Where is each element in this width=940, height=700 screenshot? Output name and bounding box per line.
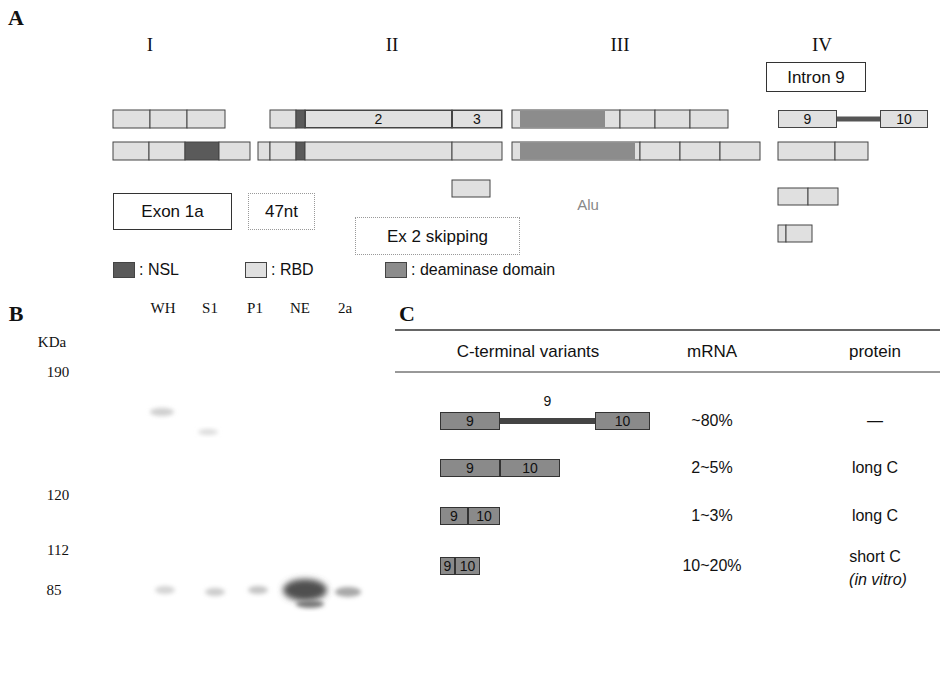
exon-segment: 9 bbox=[778, 110, 837, 128]
variant-label-box: Exon 1a bbox=[113, 193, 232, 230]
exon-segment: 9 bbox=[440, 557, 455, 575]
box-text: Ex 2 skipping bbox=[387, 228, 488, 245]
variant-label-box: 47nt bbox=[248, 193, 315, 230]
legend-text: : NSL bbox=[139, 261, 179, 279]
legend-text: : RBD bbox=[271, 261, 314, 279]
exon-segment: 10 bbox=[500, 459, 560, 477]
panel-letter: B bbox=[9, 302, 24, 326]
legend-swatch bbox=[113, 262, 135, 278]
box-text: Intron 9 bbox=[787, 69, 845, 86]
box-text: Exon 1a bbox=[141, 203, 203, 220]
table-cell: — bbox=[867, 412, 883, 430]
box-text: 10 bbox=[476, 509, 492, 523]
table-cell: long C bbox=[852, 459, 898, 477]
lane-label: WH bbox=[151, 300, 176, 317]
lane-label: P1 bbox=[247, 300, 263, 317]
exon-segment: 10 bbox=[595, 412, 650, 430]
box-text: 10 bbox=[522, 461, 538, 475]
legend-swatch bbox=[385, 262, 407, 278]
legend-swatch bbox=[245, 262, 267, 278]
domain-numeral: I bbox=[147, 35, 153, 56]
size-marker: 85 bbox=[47, 582, 62, 599]
box-text: 10 bbox=[896, 112, 912, 126]
axis-unit: KDa bbox=[38, 334, 66, 351]
table-cell: short C bbox=[849, 548, 901, 566]
domain-numeral: IV bbox=[812, 35, 832, 56]
intron-line bbox=[500, 418, 595, 424]
box-text: 9 bbox=[450, 509, 458, 523]
repeat-label: Alu bbox=[577, 197, 599, 214]
table-cell: ~80% bbox=[691, 412, 732, 430]
exon-segment: 2 bbox=[305, 110, 452, 128]
exon-segment: 10 bbox=[880, 110, 928, 128]
exon-segment: 3 bbox=[452, 110, 502, 128]
exon-segment: 9 bbox=[440, 507, 468, 525]
panel-letter: C bbox=[399, 302, 415, 326]
intron-line bbox=[837, 117, 880, 122]
table-cell: long C bbox=[852, 507, 898, 525]
domain-numeral: III bbox=[611, 35, 630, 56]
exon-segment: 10 bbox=[468, 507, 500, 525]
box-text: 9 bbox=[466, 414, 474, 428]
table-cell: 10~20% bbox=[682, 557, 741, 575]
variant-label-box: Ex 2 skipping bbox=[355, 217, 520, 255]
domain-numeral: II bbox=[386, 35, 399, 56]
intron-label-box: Intron 9 bbox=[766, 62, 866, 92]
box-text: 10 bbox=[615, 414, 631, 428]
table-rules bbox=[395, 330, 940, 372]
exon-segment: 9 bbox=[440, 459, 500, 477]
box-text: 9 bbox=[444, 559, 452, 573]
box-text: 9 bbox=[466, 461, 474, 475]
box-text: 47nt bbox=[265, 203, 298, 220]
box-text: 9 bbox=[804, 112, 812, 126]
size-marker: 120 bbox=[47, 487, 70, 504]
western-blot bbox=[150, 408, 361, 608]
exon-segment: 9 bbox=[440, 412, 500, 430]
table-header: mRNA bbox=[687, 343, 737, 362]
table-header: C-terminal variants bbox=[457, 343, 600, 362]
size-marker: 190 bbox=[47, 364, 70, 381]
legend-text: : deaminase domain bbox=[411, 261, 555, 279]
table-header: protein bbox=[849, 343, 901, 362]
lane-label: 2a bbox=[338, 300, 352, 317]
box-text: 10 bbox=[460, 559, 476, 573]
edge-label: 9 bbox=[542, 394, 554, 409]
box-text: 3 bbox=[473, 112, 481, 126]
table-cell: 1~3% bbox=[691, 507, 732, 525]
size-marker: 112 bbox=[47, 542, 69, 559]
panel-letter: A bbox=[8, 6, 24, 30]
box-text: 2 bbox=[375, 112, 383, 126]
exon-segment: 10 bbox=[455, 557, 480, 575]
lane-label: S1 bbox=[202, 300, 218, 317]
table-cell: (in vitro) bbox=[849, 571, 907, 589]
table-cell: 2~5% bbox=[691, 459, 732, 477]
lane-label: NE bbox=[290, 300, 310, 317]
